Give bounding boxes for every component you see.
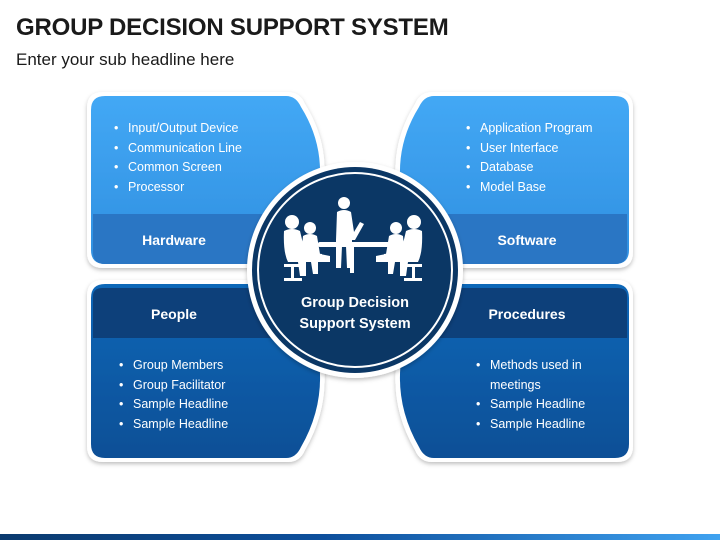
list-item: Communication Line <box>114 139 242 159</box>
list-item: Sample Headline <box>119 415 228 435</box>
list-item-continuation: meetings <box>490 377 541 392</box>
list-item: Application Program <box>466 119 593 139</box>
page-subtitle: Enter your sub headline here <box>16 50 235 69</box>
list-item: Processor <box>114 178 242 198</box>
list-item: Sample Headline <box>476 415 585 435</box>
software-label: Software <box>497 232 557 248</box>
list-item: User Interface <box>466 139 593 159</box>
people-list: Group Members Group Facilitator Sample H… <box>119 356 228 434</box>
list-item: Input/Output Device <box>114 119 242 139</box>
bottom-accent-bar <box>0 534 720 540</box>
meeting-people-icon <box>283 197 423 281</box>
center-circle <box>247 162 463 378</box>
people-label: People <box>151 306 197 322</box>
hardware-list: Input/Output Device Communication Line C… <box>114 119 242 197</box>
list-item: Model Base <box>466 178 593 198</box>
list-item: Group Facilitator <box>119 376 228 396</box>
center-title-line2: Support System <box>299 316 411 332</box>
list-item: Database <box>466 158 593 178</box>
page-title: GROUP DECISION SUPPORT SYSTEM <box>16 14 449 41</box>
list-item: Methods used in <box>476 356 585 376</box>
hardware-label: Hardware <box>142 232 206 248</box>
procedures-label: Procedures <box>488 306 566 322</box>
center-title: Group Decision Support System <box>275 293 435 335</box>
procedures-list: Methods used in meetings Sample Headline… <box>476 356 585 434</box>
center-title-line1: Group Decision <box>301 295 409 311</box>
list-item: Common Screen <box>114 158 242 178</box>
software-list: Application Program User Interface Datab… <box>466 119 593 197</box>
list-item: Sample Headline <box>476 395 585 415</box>
list-item: Group Members <box>119 356 228 376</box>
list-item: Sample Headline <box>119 395 228 415</box>
